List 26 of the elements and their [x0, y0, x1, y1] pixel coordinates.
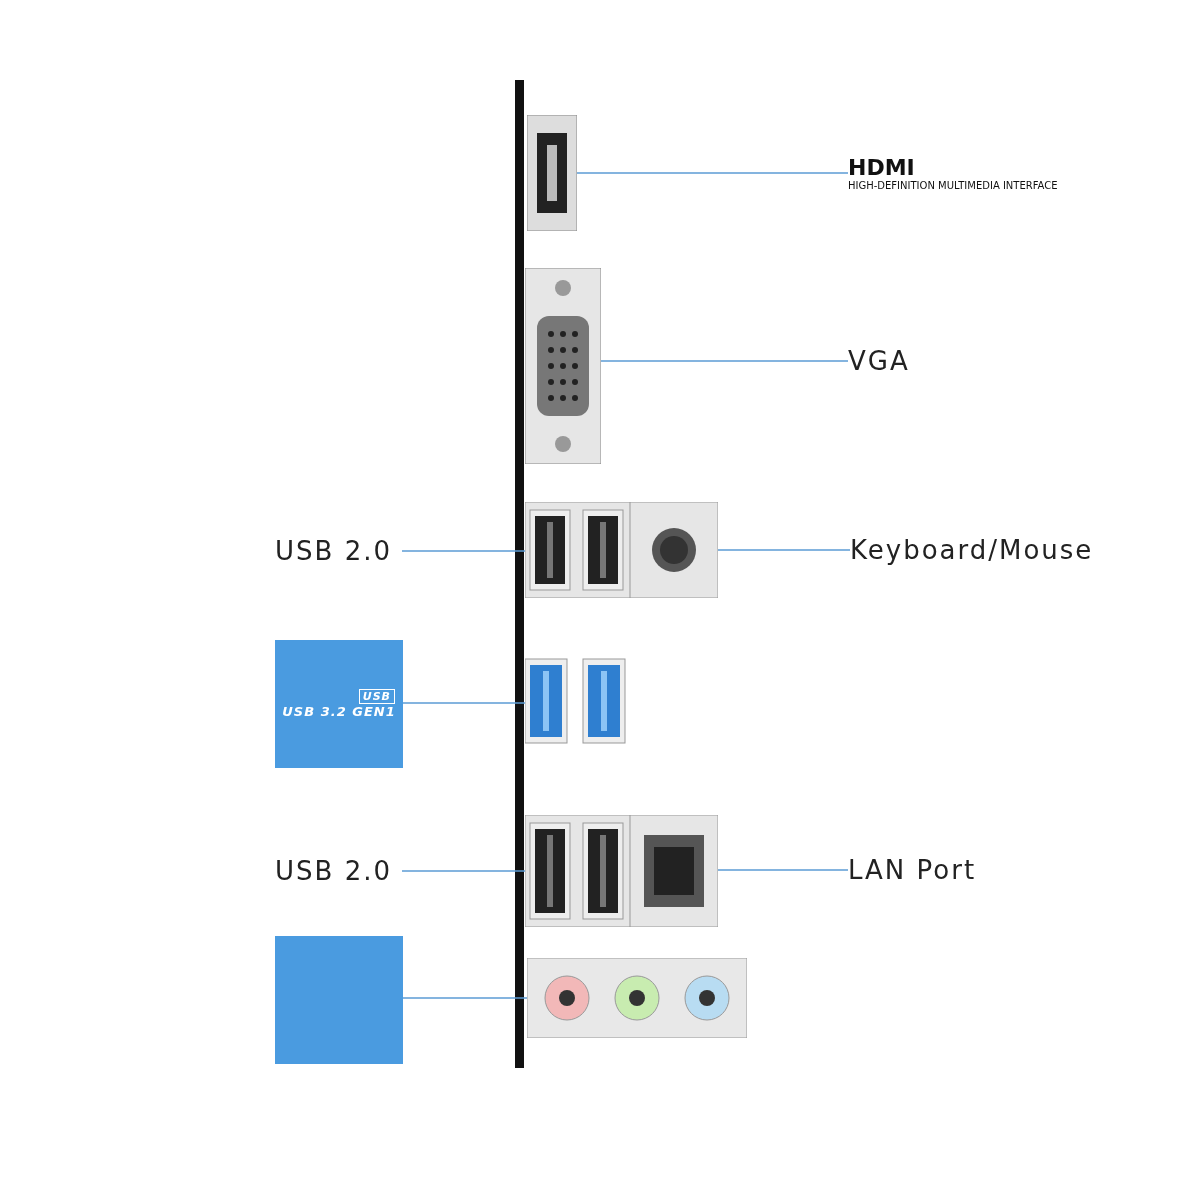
usb-ports-drawing	[525, 502, 630, 598]
audio-jacks-drawing	[527, 958, 747, 1038]
leader-line	[401, 870, 526, 872]
port-label: VGA	[848, 343, 938, 379]
interface-subtitle: HIGH-DEFINITION MULTIMEDIA INTERFACE	[848, 180, 1059, 191]
leader-line	[717, 549, 851, 551]
leader-line	[402, 702, 526, 704]
badge-mark: USB	[358, 689, 395, 704]
leader-line	[600, 360, 849, 362]
lan-port-drawing	[630, 815, 718, 927]
badge-card	[275, 936, 403, 1064]
leader-line	[402, 997, 528, 999]
leader-line	[401, 550, 526, 552]
usb-ports-drawing	[525, 815, 630, 927]
badge-card	[275, 640, 403, 768]
port-label: USB 2.0	[275, 853, 402, 889]
leader-line	[576, 172, 849, 174]
port-label: USB 2.0	[275, 533, 402, 569]
leader-line	[717, 869, 849, 871]
ps2-port-drawing	[630, 502, 718, 598]
port-label: LAN Port	[848, 852, 998, 888]
vga-port-drawing	[525, 268, 601, 464]
badge-text: USB 3.2 GEN1	[282, 704, 396, 719]
interface-name: HDMI	[848, 155, 916, 180]
port-label: Keyboard/Mouse	[850, 532, 1120, 568]
hdmi-port-drawing	[527, 115, 577, 231]
